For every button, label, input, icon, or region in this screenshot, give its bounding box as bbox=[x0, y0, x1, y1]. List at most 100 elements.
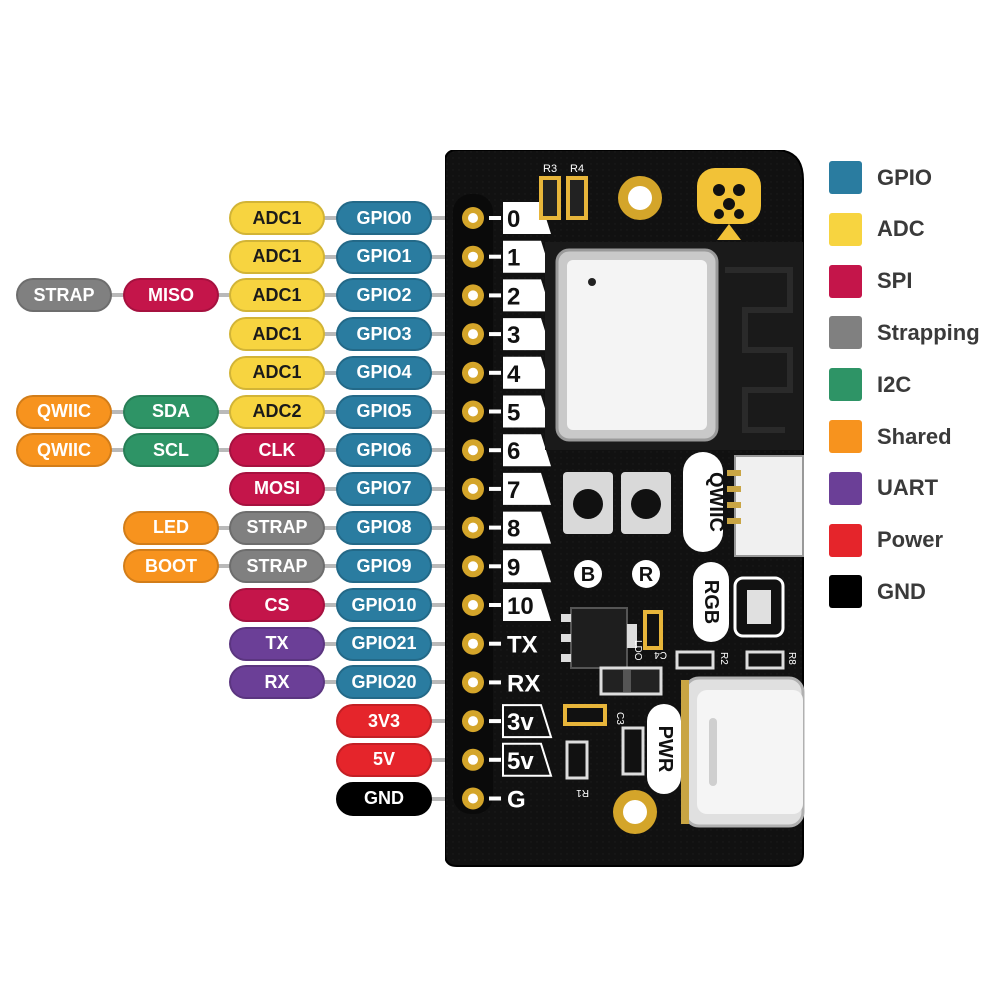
pin-tag-uart: RX bbox=[229, 665, 325, 700]
pin-silk-label: 5 bbox=[507, 400, 520, 427]
rgb-led: RGB bbox=[693, 562, 785, 642]
r3-silk: R3 bbox=[543, 163, 557, 175]
pin-flag bbox=[503, 240, 551, 273]
pin-tick bbox=[489, 486, 501, 491]
pin-hole bbox=[468, 716, 478, 727]
pin-tag-gpio: GPIO21 bbox=[336, 626, 432, 661]
pin-tag-gpio: GPIO8 bbox=[336, 510, 432, 545]
pin-tag-adc: ADC2 bbox=[229, 394, 325, 429]
pin-silk-label: RX bbox=[507, 670, 540, 697]
pin-tag-gpio: GPIO2 bbox=[336, 278, 432, 313]
legend-label: I2C bbox=[877, 371, 912, 397]
legend-swatch bbox=[829, 161, 862, 194]
pin-tick bbox=[489, 564, 501, 569]
pin-tag-shared: QWIIC bbox=[16, 433, 112, 468]
pin-tick bbox=[489, 525, 501, 530]
pin-tick bbox=[489, 757, 501, 762]
pin-silk-label: TX bbox=[507, 632, 538, 659]
pin-flag bbox=[503, 395, 551, 428]
pin-hole bbox=[468, 251, 478, 262]
pin-flag-outline bbox=[502, 742, 553, 777]
pin-flag bbox=[503, 550, 551, 583]
power-led bbox=[621, 726, 645, 776]
pin-tick bbox=[489, 680, 501, 685]
pin-flag bbox=[503, 318, 551, 351]
pin-hole bbox=[468, 406, 478, 417]
resistor-r3-r4: R3 R4 bbox=[539, 163, 588, 220]
resistor-r2: R2 bbox=[675, 650, 729, 670]
legend-swatch bbox=[829, 368, 862, 402]
pin-silk-label: 5v bbox=[507, 748, 534, 775]
pin-tag-gpio: GPIO20 bbox=[336, 665, 432, 700]
pin-hole bbox=[468, 638, 478, 649]
wireless-module bbox=[545, 242, 803, 450]
r4-silk: R4 bbox=[570, 163, 584, 175]
pin-tag-gpio: GPIO4 bbox=[336, 355, 432, 390]
svg-text:B: B bbox=[581, 564, 595, 586]
pin-hole bbox=[468, 793, 478, 804]
pin-tag-adc: ADC1 bbox=[229, 201, 325, 235]
reset-button: R bbox=[621, 472, 671, 588]
pin-hole bbox=[468, 561, 478, 572]
pin-tag-uart: TX bbox=[229, 626, 325, 661]
pin-tick bbox=[489, 370, 501, 375]
pin-tick bbox=[489, 448, 501, 453]
pin-tag-shared: QWIIC bbox=[16, 394, 112, 429]
pin-hole bbox=[468, 522, 478, 533]
pin-tag-shared: LED bbox=[123, 510, 219, 545]
capacitor-c3: C3 bbox=[563, 704, 625, 726]
pin-flag bbox=[503, 472, 551, 505]
pin-tag-i2c: SDA bbox=[123, 394, 219, 429]
pin-tag-gpio: GPIO10 bbox=[336, 588, 432, 622]
pin-tag-adc: ADC1 bbox=[229, 278, 325, 313]
pin-flag bbox=[503, 589, 551, 621]
svg-text:R: R bbox=[639, 564, 654, 586]
pin-silk-label: 10 bbox=[507, 593, 534, 620]
legend-label: Power bbox=[877, 527, 944, 553]
pin-silk-label: 9 bbox=[507, 554, 520, 581]
pin-pads bbox=[462, 207, 501, 810]
legend-swatch bbox=[829, 523, 862, 557]
legend-label: GND bbox=[877, 578, 926, 604]
pin-flag bbox=[503, 511, 551, 544]
pin-flag bbox=[503, 279, 551, 312]
pin-hole bbox=[468, 445, 478, 456]
resistor-r1: R1 bbox=[565, 740, 589, 798]
qwiic-connector: QWIIC bbox=[683, 452, 804, 557]
mounting-hole-bottom bbox=[613, 790, 657, 834]
pin-hole bbox=[468, 213, 478, 223]
pin-tag-spi: CS bbox=[229, 588, 325, 622]
svg-text:RGB: RGB bbox=[700, 580, 722, 624]
legend-label: SPI bbox=[877, 268, 913, 294]
pin-tick bbox=[489, 216, 501, 220]
pin-silk-label: 6 bbox=[507, 438, 520, 465]
pin-hole bbox=[468, 367, 478, 378]
pin-tag-gnd: GND bbox=[336, 781, 432, 816]
pin-tag-gpio: GPIO6 bbox=[336, 433, 432, 468]
pin-tag-adc: ADC1 bbox=[229, 317, 325, 352]
pin-tick bbox=[489, 332, 501, 337]
pin-tag-gpio: GPIO5 bbox=[336, 394, 432, 429]
resistor-r8: R8 bbox=[745, 650, 797, 670]
svg-text:PWR: PWR bbox=[654, 726, 676, 773]
pin-tag-spi: CLK bbox=[229, 433, 325, 468]
pin-tag-strap: STRAP bbox=[16, 278, 112, 313]
boot-button: B bbox=[563, 472, 613, 588]
pin-tick bbox=[489, 293, 501, 298]
pin-tick bbox=[489, 796, 501, 801]
pin-tick bbox=[489, 254, 501, 259]
legend-swatch bbox=[829, 575, 862, 609]
pin-silk-label: 0 bbox=[507, 206, 520, 233]
pin-silk-label: 3v bbox=[507, 709, 534, 736]
pin-tag-shared: BOOT bbox=[123, 549, 219, 584]
pin-hole bbox=[468, 329, 478, 340]
svg-text:C3: C3 bbox=[614, 712, 625, 725]
legend-label: Shared bbox=[877, 423, 952, 449]
svg-text:LDO: LDO bbox=[632, 640, 643, 661]
pin-tag-power: 5V bbox=[336, 742, 432, 777]
pin-hole bbox=[468, 483, 478, 494]
pin-silk-label: 3 bbox=[507, 322, 520, 349]
svg-text:R2: R2 bbox=[718, 652, 729, 665]
